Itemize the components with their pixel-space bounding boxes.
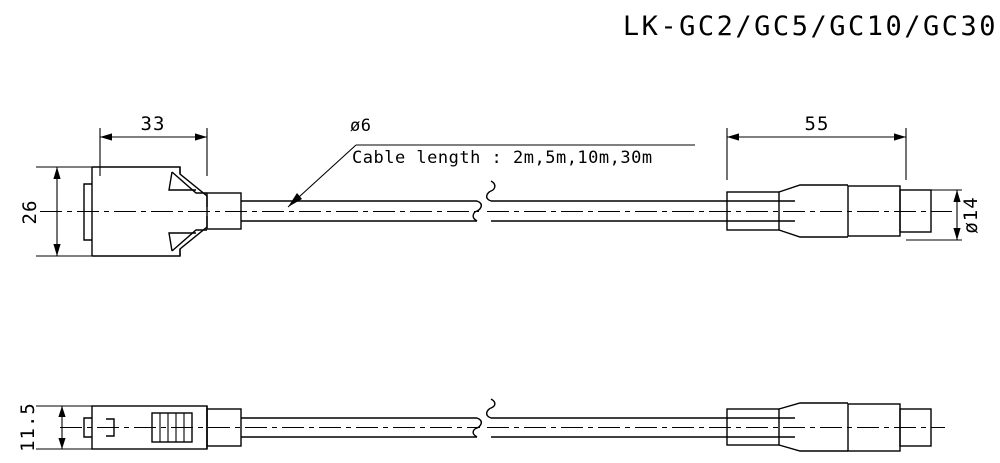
left-strain-relief-boot-bottom bbox=[206, 408, 242, 447]
bottom-view-group: 11.5 bbox=[17, 398, 945, 452]
dimension-value-33: 33 bbox=[141, 113, 166, 135]
dimension-value-diameter-14: ø14 bbox=[960, 196, 982, 233]
cable-note-callout: ø6 Cable length : 2m,5m,10m,30m bbox=[287, 116, 695, 208]
drawing-title: LK-GC2/GC5/GC10/GC30 bbox=[623, 11, 998, 42]
dimension-side-view-height: 11.5 bbox=[17, 402, 100, 452]
note-cable-length: Cable length : 2m,5m,10m,30m bbox=[352, 148, 653, 168]
dimension-left-connector-height: 26 bbox=[19, 166, 100, 257]
dimension-right-connector-diameter: ø14 bbox=[906, 189, 982, 241]
dimension-value-26: 26 bbox=[19, 200, 41, 225]
dimension-value-11-5: 11.5 bbox=[17, 402, 39, 452]
top-view-group: 33 26 bbox=[19, 113, 982, 257]
cable-right-segment-bottom bbox=[485, 398, 795, 438]
dimension-left-connector-length: 33 bbox=[99, 113, 208, 176]
dimension-value-55: 55 bbox=[805, 113, 830, 135]
note-cable-diameter: ø6 bbox=[350, 116, 371, 136]
dimension-right-connector-length: 55 bbox=[726, 113, 907, 180]
cable-right-segment-top bbox=[485, 180, 795, 222]
